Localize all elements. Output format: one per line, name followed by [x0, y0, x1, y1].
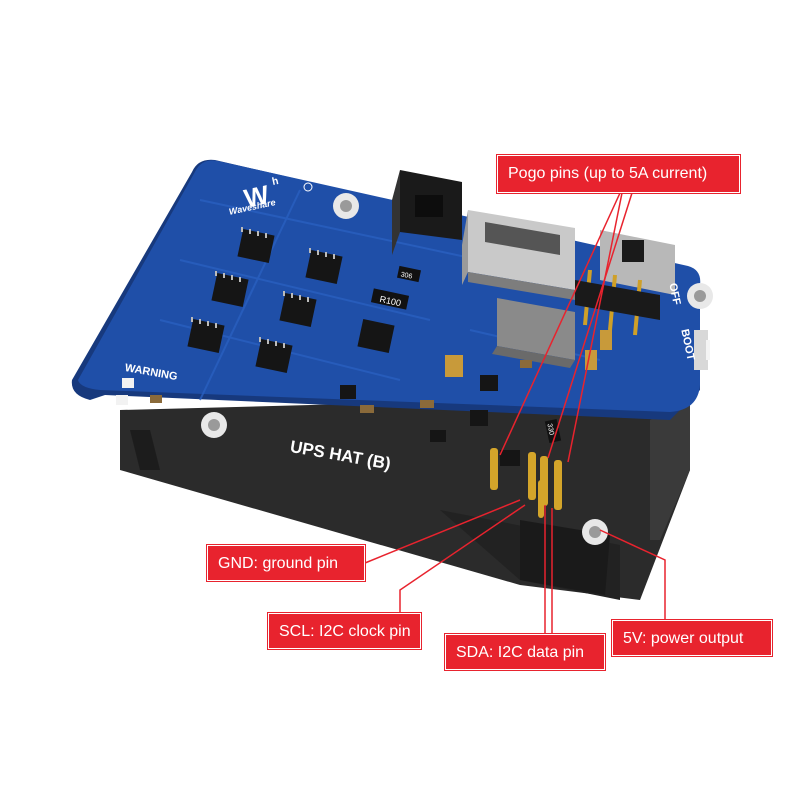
power-switch: [600, 230, 675, 295]
dc-jack: [392, 170, 462, 255]
callout-gnd: GND: ground pin: [206, 544, 366, 582]
resistor-label-330: 330: [545, 423, 554, 436]
callout-5v: 5V: power output: [611, 619, 773, 657]
svg-text:ʰ: ʰ: [271, 175, 280, 193]
warning-leds: [116, 378, 134, 405]
mounting-holes: [201, 193, 713, 545]
inductor: [492, 298, 575, 368]
callout-pogo-pins: Pogo pins (up to 5A current): [496, 154, 741, 194]
resistor-label-306: 306: [400, 271, 413, 280]
battery-holder: [120, 395, 690, 600]
callout-sda: SDA: I2C data pin: [444, 633, 606, 671]
pogo-pins: [490, 448, 562, 518]
boot-button: [694, 330, 710, 370]
ic-leads: [191, 227, 335, 348]
usb-port: [462, 210, 575, 300]
callout-scl: SCL: I2C clock pin: [267, 612, 422, 650]
leader-lines: [364, 192, 666, 634]
resistor-label-r100: R100: [379, 294, 402, 308]
smd-components: R100 306 330: [150, 265, 612, 466]
